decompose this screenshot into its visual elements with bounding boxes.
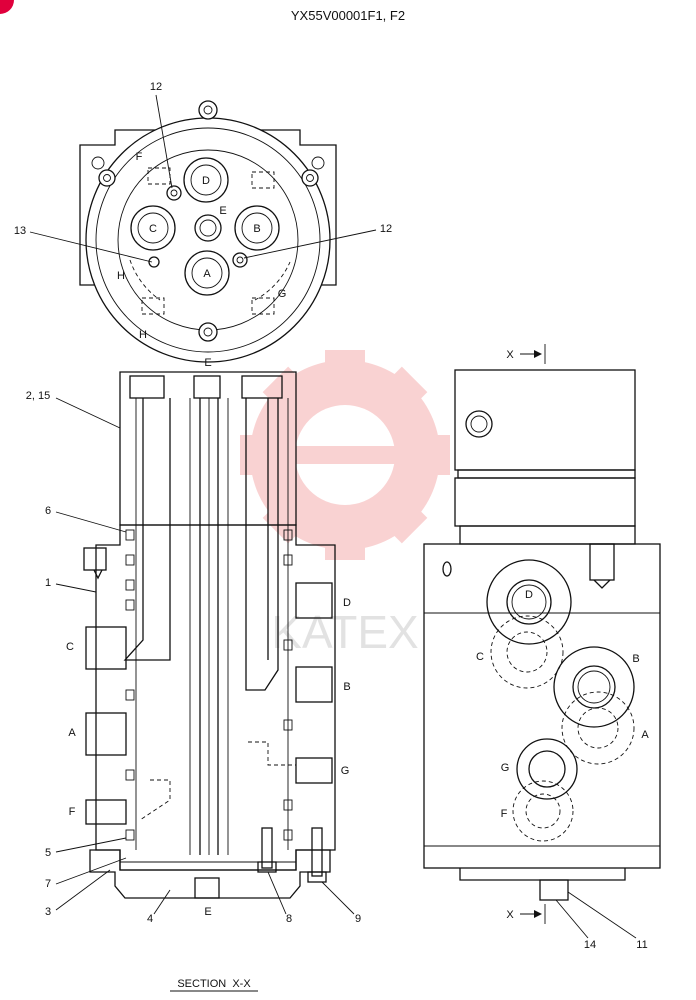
right-letter-f: F (501, 808, 508, 820)
right-outer-view: X D C B A (423, 344, 661, 951)
port-label-b: B (253, 223, 260, 235)
watermark-text: KATEX (271, 606, 418, 658)
left-letter-b: B (343, 681, 350, 693)
port-label-d: D (202, 175, 210, 187)
left-letter-f: F (69, 806, 76, 818)
left-letter-d: D (343, 597, 351, 609)
top-view: D C E B A 12 13 12 F H G H (14, 81, 392, 363)
left-top-e: E (204, 357, 211, 369)
callout-12-top: 12 (150, 81, 162, 93)
port-label-e: E (219, 205, 226, 217)
left-letter-g: G (341, 765, 350, 777)
right-letter-b: B (632, 653, 639, 665)
callout-1: 1 (45, 577, 51, 589)
right-letter-c: C (476, 651, 484, 663)
callout-4: 4 (147, 913, 153, 925)
right-letter-d: D (525, 589, 533, 601)
callout-8: 8 (286, 913, 292, 925)
port-label-a: A (203, 268, 211, 280)
top-letter-f: F (136, 151, 143, 163)
callout-12-right: 12 (380, 223, 392, 235)
callout-14: 14 (584, 939, 596, 951)
callout-13: 13 (14, 225, 26, 237)
left-letter-a: A (68, 727, 76, 739)
callout-3: 3 (45, 906, 51, 918)
callout-6: 6 (45, 505, 51, 517)
left-letter-c: C (66, 641, 74, 653)
top-letter-h: H (117, 270, 125, 282)
callout-9: 9 (355, 913, 361, 925)
section-mark-top: X (506, 349, 514, 361)
callout-7: 7 (45, 878, 51, 890)
corner-mark-icon (0, 0, 14, 14)
callout-5: 5 (45, 847, 51, 859)
bottom-letter-h: H (139, 329, 147, 341)
callout-11: 11 (636, 939, 647, 951)
callout-2-15: 2, 15 (26, 390, 50, 402)
watermark-logo-icon (240, 350, 450, 560)
port-label-c: C (149, 223, 157, 235)
left-bottom-e: E (204, 906, 211, 918)
drawing-title: YX55V00001F1, F2 (291, 8, 405, 23)
right-letter-g: G (501, 762, 510, 774)
section-caption: SECTION X-X (177, 978, 251, 990)
top-letter-g: G (278, 288, 287, 300)
section-mark-bottom: X (506, 909, 514, 921)
right-letter-a: A (641, 729, 649, 741)
left-section-view: E (26, 357, 361, 925)
